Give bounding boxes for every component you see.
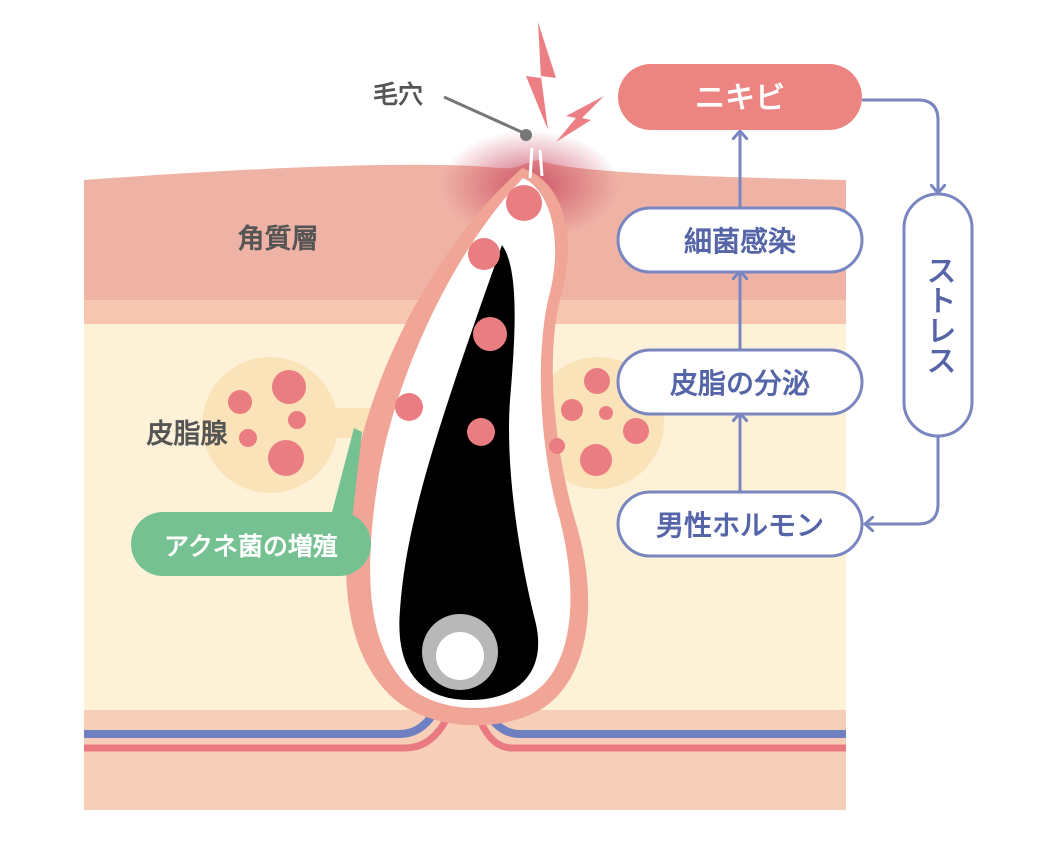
bacteria-dot	[561, 399, 583, 421]
arrow-acne-to-stress	[862, 98, 938, 192]
sebum-box-label: 皮脂の分泌	[670, 367, 810, 400]
hair-papilla	[436, 632, 484, 680]
infection-box-label: 細菌感染	[684, 225, 796, 258]
flow-chart: ニキビ 細菌感染 皮脂の分泌 男性ホルモン ストレス	[616, 64, 974, 558]
pore-label: 毛穴	[373, 80, 423, 109]
arrow-stress-to-hormone	[866, 436, 940, 524]
hair-plug	[399, 245, 539, 700]
acne-bacteria-label: アクネ菌の増殖	[164, 532, 338, 561]
bacteria-dot	[395, 393, 423, 421]
bacteria-dot	[549, 438, 565, 454]
pore-opening	[528, 147, 544, 179]
bacteria-dot	[599, 406, 613, 420]
bacteria-dots	[228, 185, 649, 476]
bacteria-dot	[272, 370, 306, 404]
sebum-box	[616, 348, 864, 416]
hormone-box	[616, 490, 864, 558]
stress-box	[902, 192, 974, 438]
stratum-corneum-label: 角質層	[238, 223, 319, 255]
acne-box	[618, 64, 862, 130]
acne-bacteria-callout	[131, 512, 371, 576]
bacteria-dot	[584, 368, 610, 394]
bacteria-dot	[468, 238, 500, 270]
acne-bacteria-callout-tail	[330, 428, 362, 520]
pore-pointer-dot	[520, 129, 532, 141]
bacteria-dot	[467, 418, 495, 446]
bacteria-dot	[228, 390, 252, 414]
bacteria-dot	[239, 429, 257, 447]
sebaceous-gland-label: 皮脂腺	[147, 419, 229, 450]
bacteria-dot	[473, 317, 507, 351]
acne-box-label: ニキビ	[695, 81, 785, 116]
hormone-box-label: 男性ホルモン	[656, 509, 824, 542]
bacteria-dot	[580, 444, 612, 476]
lightning-icon-small	[556, 96, 604, 142]
lightning-icon-large	[526, 22, 556, 130]
bacteria-dot	[506, 185, 542, 221]
pore-pointer-line	[443, 95, 527, 136]
bacteria-dot	[268, 440, 304, 476]
stress-box-label: ストレス	[921, 255, 956, 375]
bacteria-dot	[623, 418, 649, 444]
infection-box	[616, 206, 864, 274]
bacteria-dot	[288, 411, 306, 429]
